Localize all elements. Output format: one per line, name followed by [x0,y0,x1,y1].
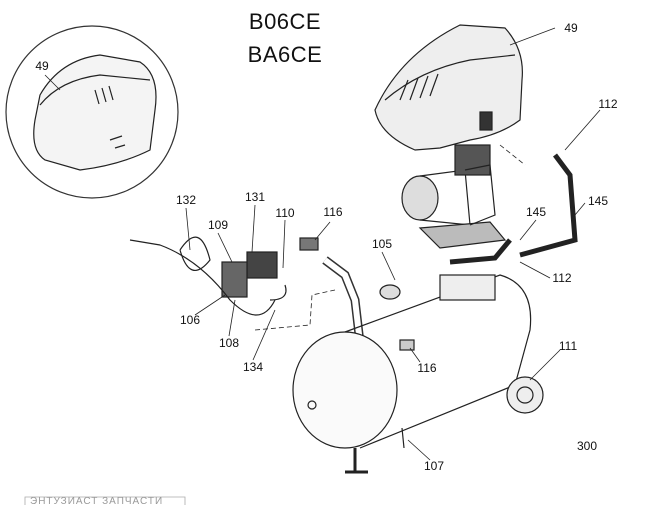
label-145-mid: 145 [525,205,547,219]
label-300: 300 [576,439,598,453]
leader-lines [44,27,601,461]
label-49-cover: 49 [564,21,578,35]
label-116-top: 116 [323,205,343,219]
label-131: 131 [244,190,266,204]
model-name-2: BA6CE [247,42,323,67]
label-134: 134 [242,360,264,374]
model-name-1: B06CE [248,9,322,34]
watermark: ЭНТУЗИАСТ ЗАПЧАСТИ [30,496,164,507]
label-110: 110 [275,206,295,220]
label-108: 108 [218,336,240,350]
guide-lines [254,144,526,331]
label-49-inset: 49 [35,59,49,73]
inset-cover-detail [5,25,179,199]
label-106: 106 [179,313,201,327]
label-112-mid: 112 [552,271,572,285]
label-105: 105 [371,237,393,251]
label-116-bottom: 116 [417,361,437,375]
air-tank [292,274,544,474]
motor-pump-unit [401,144,507,249]
label-112-top: 112 [598,97,618,111]
motor-cover [374,24,523,151]
pipes [322,153,578,370]
pressure-switch-assembly [129,236,319,316]
label-111: 111 [558,339,578,353]
label-107: 107 [423,459,445,473]
label-132: 132 [175,193,197,207]
label-145-right: 145 [587,194,609,208]
watermark-frame [24,496,186,505]
label-109: 109 [207,218,229,232]
